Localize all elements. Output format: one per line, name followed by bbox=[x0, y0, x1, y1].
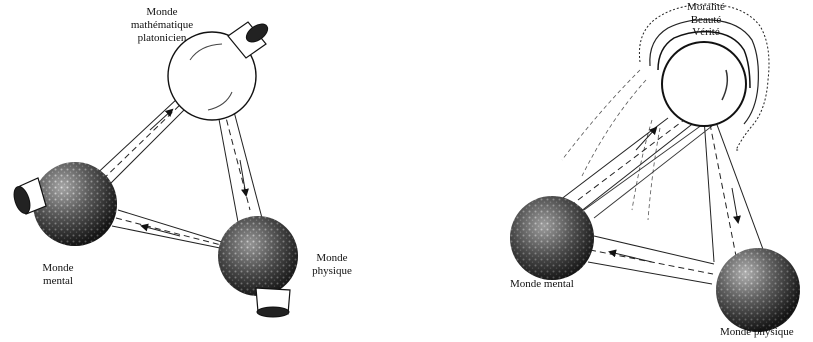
left-physical-world-texture bbox=[218, 216, 298, 296]
right-label-physical-world: Monde physique bbox=[720, 326, 813, 339]
left-label-physical-line2: physique bbox=[302, 265, 362, 278]
left-label-math-world: Monde mathématique platonicien bbox=[112, 6, 212, 45]
right-math-world-sphere bbox=[662, 42, 746, 126]
left-label-math-line1: Monde bbox=[112, 6, 212, 19]
right-beam-mental-to-truth bbox=[560, 118, 700, 212]
left-label-mental-line1: Monde bbox=[28, 262, 88, 275]
right-label-truth: Vérité bbox=[680, 26, 732, 39]
right-mental-world-texture bbox=[510, 196, 594, 280]
right-beam-truth-to-physical bbox=[704, 118, 764, 262]
left-label-mental-world: Monde mental bbox=[28, 262, 88, 288]
left-label-math-line2: mathématique bbox=[112, 19, 212, 32]
left-label-physical-line1: Monde bbox=[302, 252, 362, 265]
right-label-morality: Moralité bbox=[676, 1, 736, 14]
right-physical-world-texture bbox=[716, 248, 800, 332]
left-label-physical-world: Monde physique bbox=[302, 252, 362, 278]
right-aura-streaks bbox=[562, 70, 660, 220]
left-beam-physical-to-mental bbox=[112, 210, 222, 248]
left-label-mental-line2: mental bbox=[28, 275, 88, 288]
left-label-math-line3: platonicien bbox=[112, 32, 212, 45]
right-label-mental-world: Monde mental bbox=[510, 278, 600, 291]
left-physical-cylinder bbox=[256, 288, 290, 317]
right-beam-physical-to-mental bbox=[588, 236, 714, 284]
left-beam-math-to-physical bbox=[216, 103, 262, 222]
